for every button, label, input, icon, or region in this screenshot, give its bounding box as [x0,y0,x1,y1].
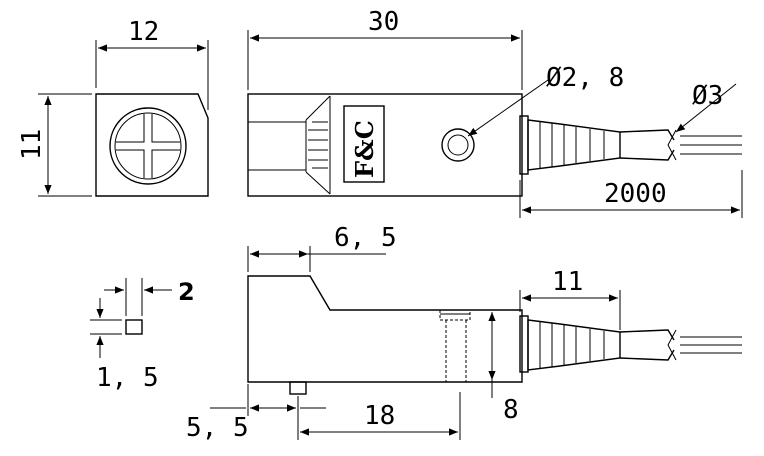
dim-pin-height-label: 1, 5 [96,363,159,393]
cable-wires [680,135,742,155]
mount-hole-outer [441,128,475,162]
front-face-view: 12 11 [17,17,209,197]
mount-hole-inner [447,134,469,156]
cable-gland-ribs [539,122,605,168]
dim-cable-length-label: 2000 [604,179,667,209]
pin-detail-outline [125,319,143,335]
dim-face-width-label: 12 [128,17,159,47]
dim-hole-spacing-label: 18 [364,401,395,431]
sensing-face-outer-circle [109,107,187,185]
side-cable-gland-body [527,319,621,371]
dim-hole-diameter-label: Ø2, 8 [546,63,624,93]
top-body-outline [247,93,523,197]
brand-logo-frame [343,105,385,183]
side-cable-outer [619,329,675,361]
cable-gland-collar [519,115,529,175]
dim-gland-length-label: 11 [552,267,583,297]
cable-gland-body [527,119,621,171]
face-outline [95,93,209,197]
hidden-mount-hole [439,310,471,382]
side-cable-wires [680,336,742,354]
cable-break-mark [667,129,677,161]
dim-body-length-label: 30 [368,7,399,37]
side-cable-gland-ribs [539,322,605,368]
top-taper [305,95,331,195]
side-cable-gland-collar [519,315,529,373]
pin-detail-view: 2 1, 5 [90,278,195,393]
dim-cable-diameter-label: Ø3 [692,81,723,111]
cable-leader [675,83,737,133]
hole-leader [467,79,549,137]
brand-logo: F&C [350,120,379,178]
side-pin [289,381,307,395]
top-view: F&C Ø2, 8 Ø3 30 2000 [247,7,743,218]
dim-hole-height-label: 8 [503,395,519,425]
side-view: 6, 5 11 8 5, 5 18 [186,223,742,443]
dim-face-height-label: 11 [17,129,47,160]
cable-outer [619,129,675,161]
dim-pin-offset-label: 5, 5 [186,413,249,443]
sensing-face-cross [116,114,180,178]
sensing-face-inner-circle [114,112,182,180]
side-cable-break-mark [667,329,677,361]
top-taper-hatch [308,121,328,169]
side-body-outline [247,275,523,383]
dim-pin-width-label: 2 [178,278,195,306]
dim-step-length-label: 6, 5 [334,223,397,253]
